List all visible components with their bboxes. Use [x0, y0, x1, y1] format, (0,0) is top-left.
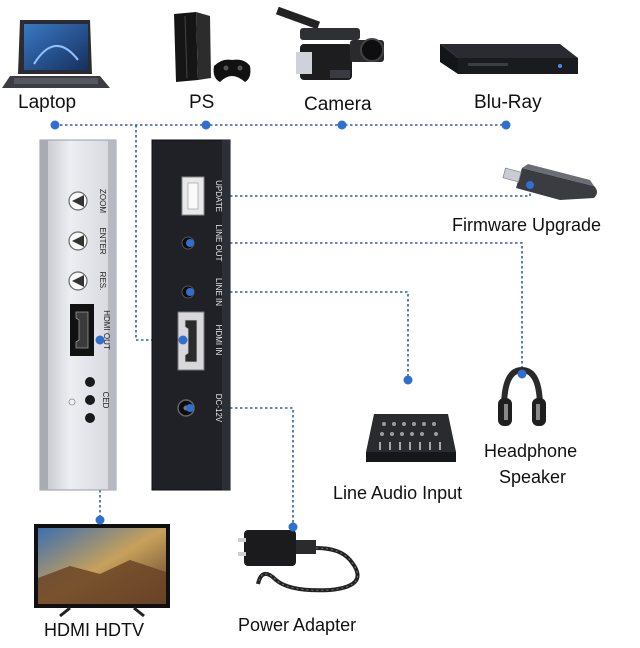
hdmi-in-label: HDMI IN [214, 325, 223, 356]
input-bus-dots [50, 120, 511, 130]
camera-label: Camera [304, 94, 372, 115]
enter-button-icon [68, 231, 88, 251]
power-adapter-icon [238, 530, 360, 593]
led-indicators [68, 377, 95, 423]
hdmi-out-label: HDMI OUT [102, 310, 111, 350]
line-out-wire [190, 242, 523, 374]
speaker-label: Speaker [499, 467, 567, 487]
ps-label: PS [189, 92, 215, 113]
firmware-label: Firmware Upgrade [452, 215, 602, 235]
playstation-icon [174, 12, 251, 82]
line-in-connector-dot [186, 288, 194, 296]
hdmi-out-connector-dot [95, 335, 105, 345]
dc-wire [190, 407, 294, 527]
laptop-connector-dot [50, 120, 60, 130]
laptop-label: Laptop [18, 92, 77, 113]
audio-mixer-icon [366, 414, 456, 462]
bluray-connector-dot [501, 120, 511, 130]
hdtv-icon [34, 524, 170, 618]
rear-panel [151, 139, 231, 491]
rear-connector-dots [178, 239, 194, 412]
line-in-label: LINE IN [214, 278, 223, 306]
hdmi-in-connector-dot [178, 335, 188, 345]
dc-label: DC-12V [214, 394, 223, 423]
camera-icon [275, 6, 384, 80]
power-connector-dot [288, 522, 298, 532]
dc-connector-dot [186, 404, 194, 412]
zoom-button-icon [68, 191, 88, 211]
rear-panel-labels: UPDATE LINE OUT LINE IN HDMI IN DC-12V [214, 180, 223, 423]
zoom-label: ZOOM [98, 189, 107, 213]
update-wire [190, 185, 531, 197]
usb-stick-icon [502, 164, 597, 200]
hdmi-out-port-icon [70, 304, 94, 356]
headphone-label: Headphone [484, 441, 578, 461]
power-adapter-label: Power Adapter [238, 615, 357, 635]
line-out-connector-dot [186, 239, 194, 247]
line-audio-label: Line Audio Input [333, 483, 463, 503]
front-panel [39, 139, 117, 491]
mixer-connector-dot [403, 375, 413, 385]
bluray-player-icon [440, 44, 578, 74]
laptop-icon [2, 20, 110, 88]
ps-connector-dot [201, 120, 211, 130]
hdtv-connector-dot [95, 515, 105, 525]
enter-label: ENTER [98, 227, 107, 254]
line-in-wire [190, 291, 409, 380]
ced-label: CED [101, 392, 110, 409]
line-out-label: LINE OUT [214, 225, 223, 262]
hdtv-label: HDMI HDTV [44, 620, 144, 640]
res-label: RES. [98, 272, 107, 291]
camera-connector-dot [337, 120, 347, 130]
res-button-icon [68, 271, 88, 291]
hdmi-in-port-icon [177, 311, 205, 371]
usb-port-icon [181, 176, 205, 216]
bluray-label: Blu-Ray [474, 92, 542, 113]
front-panel-labels: ZOOM ENTER RES. HDMI OUT CED [98, 189, 111, 409]
update-label: UPDATE [214, 180, 223, 212]
firmware-connector-dot [526, 181, 534, 189]
wires [55, 124, 531, 527]
headphone-connector-dot [517, 369, 527, 379]
